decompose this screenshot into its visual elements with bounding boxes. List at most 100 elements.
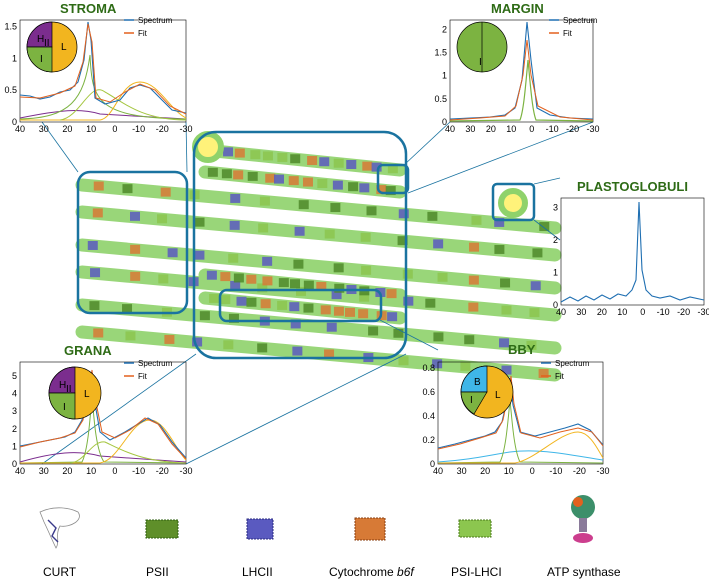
plastoglobuli-axes — [560, 197, 705, 306]
x-tick-label: 0 — [529, 124, 534, 134]
protein-complex — [250, 150, 261, 160]
y-tick-label: 2 — [12, 424, 17, 434]
protein-complex — [290, 319, 301, 329]
stroma-legend-spectrum: Spectrum — [138, 16, 173, 25]
protein-complex — [358, 309, 369, 319]
plastoglobuli-title: PLASTOGLOBULI — [577, 179, 688, 194]
protein-complex — [220, 295, 231, 305]
y-tick-label: 2 — [553, 235, 558, 245]
protein-complex — [223, 147, 234, 157]
plastoglobuli-region-box — [491, 182, 536, 222]
protein-complex — [494, 244, 505, 254]
protein-complex — [316, 281, 327, 291]
plastoglobuli-spectrum — [560, 201, 705, 303]
margin-panel: MARGIN I Spectrum Fit — [449, 1, 598, 123]
curt-icon — [39, 507, 80, 549]
protein-complex — [398, 356, 409, 366]
protein-complex — [230, 280, 241, 290]
protein-complex — [303, 280, 314, 290]
membrane-model — [75, 130, 562, 382]
x-tick-label: -30 — [179, 466, 192, 476]
stroma-component-green — [19, 54, 187, 120]
x-tick-label: -10 — [546, 124, 559, 134]
protein-complex — [433, 239, 444, 249]
bby-legend-fit: Fit — [555, 372, 565, 381]
protein-complex — [246, 274, 257, 284]
y-tick-label: 0.2 — [422, 435, 435, 445]
protein-complex — [158, 274, 169, 284]
protein-complex — [317, 179, 328, 189]
y-tick-label: 2 — [442, 24, 447, 34]
protein-complex — [257, 283, 268, 293]
protein-complex — [427, 211, 438, 221]
protein-complex — [333, 263, 344, 273]
y-tick-label: 0 — [553, 300, 558, 310]
grana-title: GRANA — [64, 343, 112, 358]
protein-complex — [376, 185, 387, 195]
protein-complex — [324, 349, 335, 359]
x-tick-label: -20 — [156, 466, 169, 476]
protein-complex — [333, 158, 344, 168]
grana-pie-label-h: H — [59, 380, 66, 391]
bby-region-box — [218, 288, 383, 323]
x-tick-label: -10 — [549, 466, 562, 476]
y-tick-label: 0.5 — [4, 85, 17, 95]
protein-complex — [262, 276, 273, 286]
psii-icon — [145, 519, 179, 539]
y-tick-label: 1 — [12, 441, 17, 451]
grana-legend-spectrum: Spectrum — [138, 359, 173, 368]
protein-complex — [362, 161, 373, 171]
grana-chart-area: H II L I Spectrum Fit — [19, 359, 187, 464]
protein-complex — [130, 211, 141, 221]
protein-complex — [469, 242, 480, 252]
protein-complex — [223, 340, 234, 350]
protein-complex — [277, 300, 288, 310]
protein-complex — [289, 302, 300, 312]
x-tick-label: 40 — [15, 466, 25, 476]
protein-complex — [334, 283, 345, 293]
bby-component-cyan — [437, 450, 604, 463]
protein-complex — [93, 328, 104, 338]
y-tick-label: 4 — [12, 389, 17, 399]
plastoglobuli-panel: PLASTOGLOBULI — [560, 179, 705, 306]
bby-legend-spectrum: Spectrum — [555, 359, 590, 368]
grana-region-box — [192, 130, 408, 360]
protein-legend: CURT PSII LHCII Cytochrome b6f PSI-LHCI … — [39, 495, 621, 579]
protein-complex — [296, 286, 307, 296]
protein-complex — [303, 303, 314, 313]
protein-complex — [277, 152, 288, 162]
x-tick-label: 10 — [86, 466, 96, 476]
stroma-legend-fit: Fit — [138, 29, 148, 38]
grana-panel: GRANA H II L I Spectrum Fit — [19, 343, 187, 465]
protein-complex — [288, 176, 299, 186]
protein-complex — [324, 229, 335, 239]
protein-complex — [433, 332, 444, 342]
protein-complex — [386, 289, 397, 299]
x-tick-label: 10 — [617, 307, 627, 317]
x-tick-label: -20 — [156, 124, 169, 134]
grana-axes — [19, 361, 187, 465]
x-tick-label: -20 — [566, 124, 579, 134]
protein-complex — [468, 302, 479, 312]
x-tick-label: 0 — [640, 307, 645, 317]
protein-complex — [122, 184, 133, 194]
bby-component-yellow — [438, 431, 604, 464]
protein-complex — [387, 312, 398, 322]
margin-component-green — [449, 59, 594, 122]
x-tick-label: -10 — [132, 466, 145, 476]
stroma-region-box — [76, 170, 189, 315]
protein-complex — [259, 196, 270, 206]
protein-complex — [220, 272, 231, 282]
x-tick-label: -10 — [657, 307, 670, 317]
x-tick-label: 40 — [433, 466, 443, 476]
x-tick-label: 0 — [112, 466, 117, 476]
protein-complex — [90, 268, 101, 278]
y-tick-label: 1.5 — [4, 21, 17, 31]
y-tick-label: 0 — [442, 117, 447, 127]
connector-lines — [41, 121, 594, 465]
protein-complex — [330, 203, 341, 213]
margin-pie-label-i: I — [479, 57, 482, 68]
protein-complex — [262, 151, 273, 161]
protein-complex — [501, 305, 512, 315]
